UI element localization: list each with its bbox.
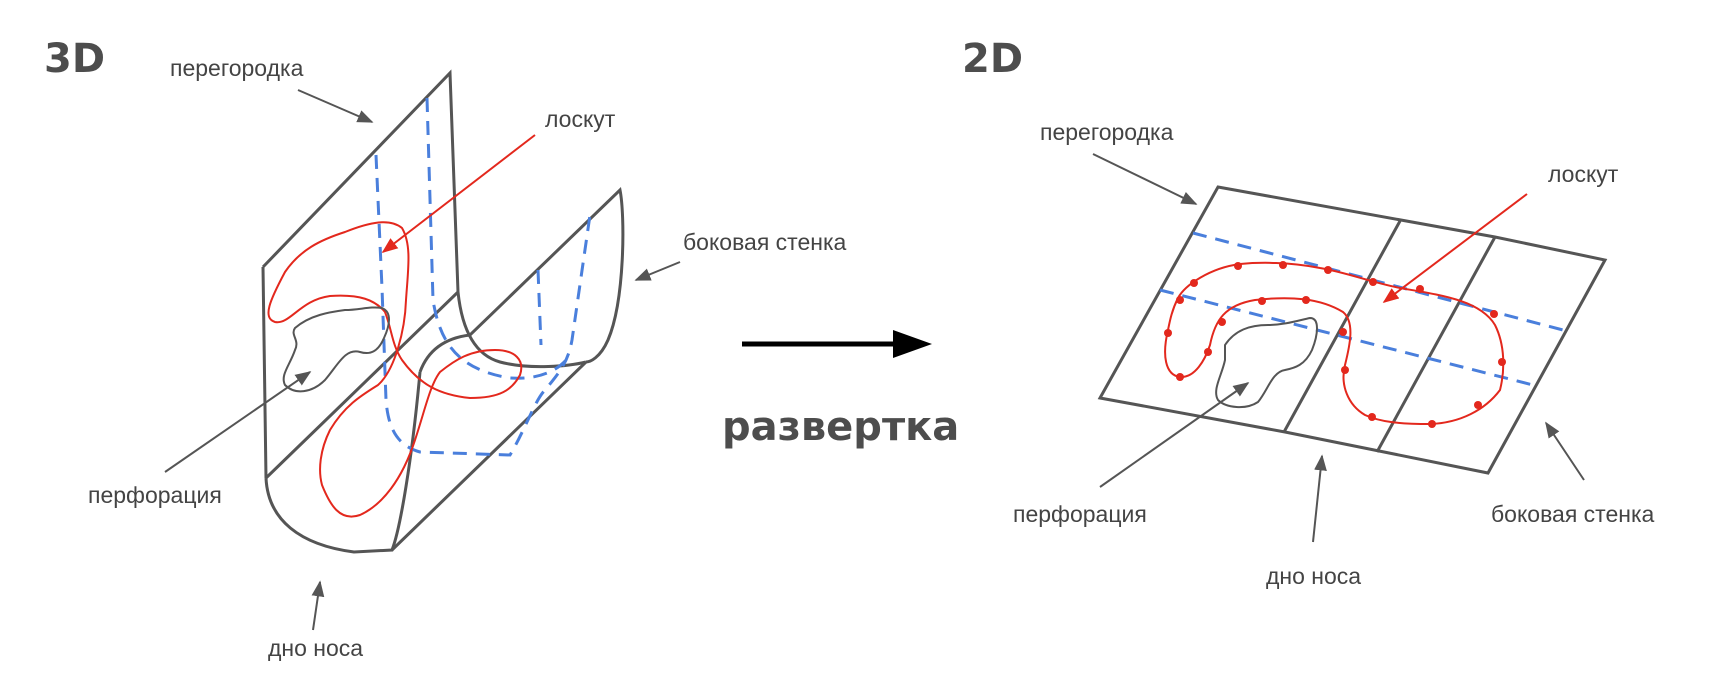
side-wall-outline — [418, 187, 625, 373]
side-wall-label-3d: боковая стенка — [683, 229, 847, 255]
floor-side-fold — [390, 360, 588, 552]
perforation-2d — [1215, 316, 1318, 408]
flap-label-3d: лоскут — [545, 106, 616, 132]
side-wall-label-2d: боковая стенка — [1491, 501, 1655, 527]
inner-curve — [456, 291, 587, 369]
panel-3d: 3D перегородка лоскут боковая стенка пер… — [44, 36, 847, 661]
perforation-pointer-2d — [1099, 382, 1250, 488]
unfold-arrow-head — [893, 330, 932, 358]
unfold-label: развертка — [722, 404, 959, 450]
flap-pointer-3d — [381, 134, 536, 253]
perforation-3d — [282, 306, 390, 393]
cut-line-2d-lower — [1159, 288, 1534, 387]
nasal-floor-pointer-3d — [311, 580, 325, 631]
septum-pointer-3d — [297, 89, 374, 123]
cut-line-3d-upper — [425, 97, 572, 380]
flap-label-2d: лоскут — [1548, 161, 1619, 187]
cut-line-3d-side — [536, 269, 543, 346]
flap-dots-2d — [1164, 261, 1506, 428]
panel-2d: 2D перегородка лоскут б — [962, 36, 1655, 589]
transition: развертка — [722, 330, 959, 450]
flap-pointer-2d — [1382, 193, 1528, 303]
flap-outline-3d — [267, 221, 523, 518]
septum-label-3d: перегородка — [170, 55, 304, 81]
heading-2d: 2D — [962, 36, 1023, 82]
nasal-floor-label-2d: дно носа — [1266, 563, 1361, 589]
side-wall-pointer-3d — [634, 261, 681, 281]
nasal-floor-label-3d: дно носа — [268, 635, 363, 661]
nasal-floor-pointer-2d — [1312, 454, 1327, 543]
perforation-label-3d: перфорация — [88, 482, 222, 508]
fold-line-left — [1282, 220, 1402, 433]
heading-3d: 3D — [44, 36, 105, 82]
cut-line-2d-upper — [1192, 231, 1564, 332]
flap-outline-2d — [1164, 261, 1505, 426]
fold-line-right — [1375, 236, 1497, 453]
perforation-label-2d: перфорация — [1013, 501, 1147, 527]
septum-pointer-2d — [1092, 153, 1198, 205]
sheet-outline-2d — [1097, 185, 1608, 475]
septum-label-2d: перегородка — [1040, 119, 1174, 145]
perforation-pointer-3d — [164, 371, 312, 473]
cut-line-3d — [374, 154, 592, 457]
side-wall-pointer-2d — [1545, 421, 1585, 481]
septum-floor-fold — [264, 290, 460, 480]
nasal-floor-curve — [264, 371, 422, 554]
septum-wall-outline — [261, 69, 460, 479]
